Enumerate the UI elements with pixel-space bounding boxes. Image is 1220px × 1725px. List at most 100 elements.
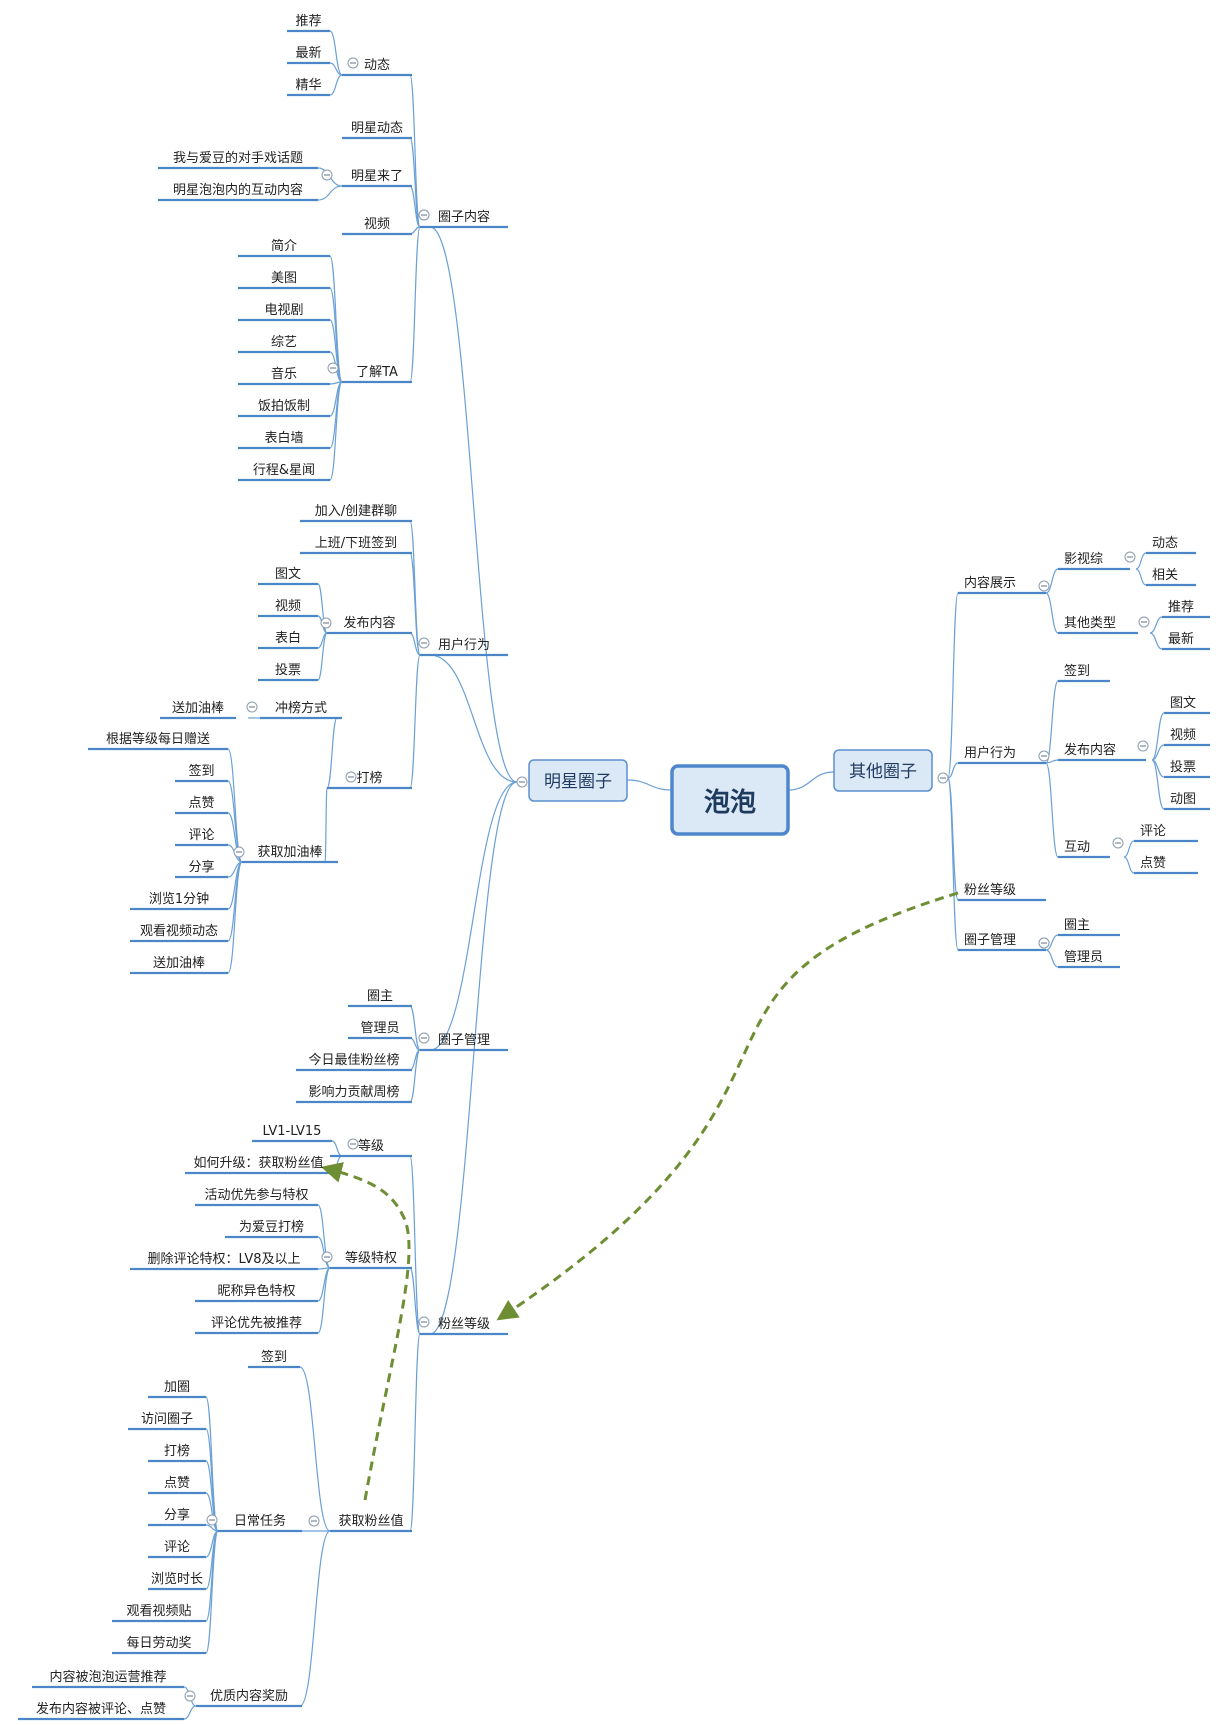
topic-node[interactable]: 明星动态 [351, 121, 403, 136]
collapse-toggle-icon[interactable] [320, 617, 332, 629]
collapse-toggle-icon[interactable] [206, 1514, 218, 1526]
leaf-node[interactable]: 表白墙 [264, 430, 303, 446]
collapse-toggle-icon[interactable] [1112, 837, 1124, 849]
collapse-toggle-icon[interactable] [418, 637, 430, 649]
collapse-toggle-icon[interactable] [321, 1251, 333, 1263]
collapse-toggle-icon[interactable] [308, 1515, 320, 1527]
leaf-node[interactable]: 点赞 [188, 796, 214, 811]
topic-node[interactable]: 影视综 [1064, 552, 1103, 567]
leaf-node[interactable]: LV1-LV15 [263, 1124, 322, 1139]
root-node[interactable] [670, 764, 790, 836]
topic-node[interactable]: 了解TA [356, 365, 398, 380]
collapse-toggle-icon[interactable] [516, 776, 528, 788]
leaf-node[interactable]: 发布内容被评论、点赞 [36, 1701, 166, 1717]
leaf-node[interactable]: 管理员 [360, 1021, 399, 1036]
topic-node[interactable]: 冲榜方式 [275, 700, 327, 716]
topic-node[interactable]: 等级特权 [345, 1250, 397, 1266]
topic-node[interactable]: 优质内容奖励 [210, 1688, 288, 1704]
leaf-node[interactable]: 投票 [1170, 759, 1196, 775]
group-circle-manage-right[interactable]: 圈子管理 [964, 933, 1016, 948]
topic-node[interactable]: 加入/创建群聊 [315, 504, 397, 519]
leaf-node[interactable]: 浏览时长 [151, 1571, 203, 1587]
branch-star-circle-label[interactable]: 明星圈子 [544, 772, 612, 792]
collapse-toggle-icon[interactable] [1138, 616, 1150, 628]
leaf-node[interactable]: 分享 [188, 859, 214, 875]
group-user-behavior[interactable]: 用户行为 [438, 637, 490, 653]
topic-node[interactable]: 其他类型 [1064, 616, 1116, 631]
leaf-node[interactable]: 访问圈子 [141, 1412, 193, 1427]
topic-node[interactable]: 等级 [358, 1138, 384, 1154]
leaf-node[interactable]: 打榜 [164, 1443, 190, 1459]
collapse-toggle-icon[interactable] [1124, 551, 1136, 563]
topic-node[interactable]: 获取粉丝值 [338, 1513, 403, 1529]
collapse-toggle-icon[interactable] [1038, 580, 1050, 592]
leaf-node[interactable]: 为爱豆打榜 [239, 1219, 304, 1235]
leaf-node[interactable]: 送加油棒 [172, 701, 224, 716]
leaf-node[interactable]: 圈主 [367, 989, 393, 1004]
leaf-node[interactable]: 电视剧 [264, 303, 303, 318]
collapse-toggle-icon[interactable] [233, 846, 245, 858]
topic-node[interactable]: 上班/下班签到 [315, 535, 397, 551]
leaf-node[interactable]: 观看视频贴 [126, 1603, 191, 1619]
leaf-node[interactable]: 相关 [1152, 568, 1178, 583]
leaf-node[interactable]: 简介 [271, 238, 297, 254]
topic-node[interactable]: 视频 [364, 217, 390, 232]
leaf-node[interactable]: 昵称异色特权 [217, 1283, 295, 1299]
leaf-node[interactable]: 图文 [275, 567, 301, 582]
leaf-node[interactable]: 综艺 [271, 335, 297, 350]
root-label[interactable]: 泡泡 [704, 788, 756, 818]
leaf-node[interactable]: 分享 [164, 1507, 190, 1523]
topic-node[interactable]: 发布内容 [1064, 742, 1116, 758]
topic-node[interactable]: 签到 [261, 1349, 287, 1365]
collapse-toggle-icon[interactable] [327, 362, 339, 374]
collapse-toggle-icon[interactable] [937, 772, 949, 784]
leaf-node[interactable]: 根据等级每日赠送 [106, 731, 210, 747]
topic-node[interactable]: 日常任务 [234, 1513, 286, 1529]
leaf-node[interactable]: 动图 [1170, 792, 1196, 807]
leaf-node[interactable]: 签到 [188, 763, 214, 779]
leaf-node[interactable]: 点赞 [1140, 856, 1166, 871]
leaf-node[interactable]: 加圈 [164, 1380, 190, 1395]
leaf-node[interactable]: 图文 [1170, 696, 1196, 711]
collapse-toggle-icon[interactable] [246, 701, 258, 713]
collapse-toggle-icon[interactable] [347, 57, 359, 69]
leaf-node[interactable]: 评论优先被推荐 [211, 1316, 302, 1331]
leaf-node[interactable]: 每日劳动奖 [126, 1635, 191, 1651]
group-circle-manage[interactable]: 圈子管理 [438, 1033, 490, 1048]
leaf-node[interactable]: 视频 [1170, 728, 1196, 743]
leaf-node[interactable]: 明星泡泡内的互动内容 [173, 182, 303, 198]
collapse-toggle-icon[interactable] [418, 1316, 430, 1328]
leaf-node[interactable]: 影响力贡献周榜 [308, 1084, 399, 1100]
leaf-node[interactable]: 我与爱豆的对手戏话题 [173, 150, 303, 166]
branch-other-circle[interactable] [833, 749, 933, 792]
leaf-node[interactable]: 管理员 [1064, 950, 1103, 965]
topic-node[interactable]: 获取加油棒 [257, 845, 322, 860]
group-fan-level-right[interactable]: 粉丝等级 [964, 882, 1016, 898]
leaf-node[interactable]: 精华 [295, 78, 321, 93]
leaf-node[interactable]: 删除评论特权：LV8及以上 [148, 1251, 301, 1267]
collapse-toggle-icon[interactable] [184, 1690, 196, 1702]
leaf-node[interactable]: 送加油棒 [153, 956, 205, 971]
branch-star-circle[interactable] [528, 759, 628, 802]
leaf-node[interactable]: 如何升级：获取粉丝值 [193, 1155, 323, 1171]
leaf-node[interactable]: 饭拍饭制 [258, 399, 310, 414]
leaf-node[interactable]: 最新 [1168, 631, 1194, 647]
topic-node[interactable]: 发布内容 [343, 615, 395, 631]
leaf-node[interactable]: 推荐 [1168, 600, 1194, 615]
leaf-node[interactable]: 投票 [275, 662, 301, 678]
leaf-node[interactable]: 点赞 [164, 1476, 190, 1491]
collapse-toggle-icon[interactable] [418, 209, 430, 221]
topic-node[interactable]: 动态 [364, 58, 390, 73]
leaf-node[interactable]: 评论 [1140, 824, 1166, 839]
topic-node[interactable]: 签到 [1064, 663, 1090, 679]
leaf-node[interactable]: 视频 [275, 599, 301, 614]
group-fan-level[interactable]: 粉丝等级 [438, 1316, 490, 1332]
branch-other-circle-label[interactable]: 其他圈子 [849, 762, 917, 782]
leaf-node[interactable]: 圈主 [1064, 918, 1090, 933]
collapse-toggle-icon[interactable] [347, 1138, 359, 1150]
collapse-toggle-icon[interactable] [1038, 937, 1050, 949]
group-content-display[interactable]: 内容展示 [964, 575, 1016, 591]
leaf-node[interactable]: 活动优先参与特权 [204, 1187, 308, 1203]
leaf-node[interactable]: 观看视频动态 [140, 923, 218, 939]
leaf-node[interactable]: 动态 [1152, 536, 1178, 551]
